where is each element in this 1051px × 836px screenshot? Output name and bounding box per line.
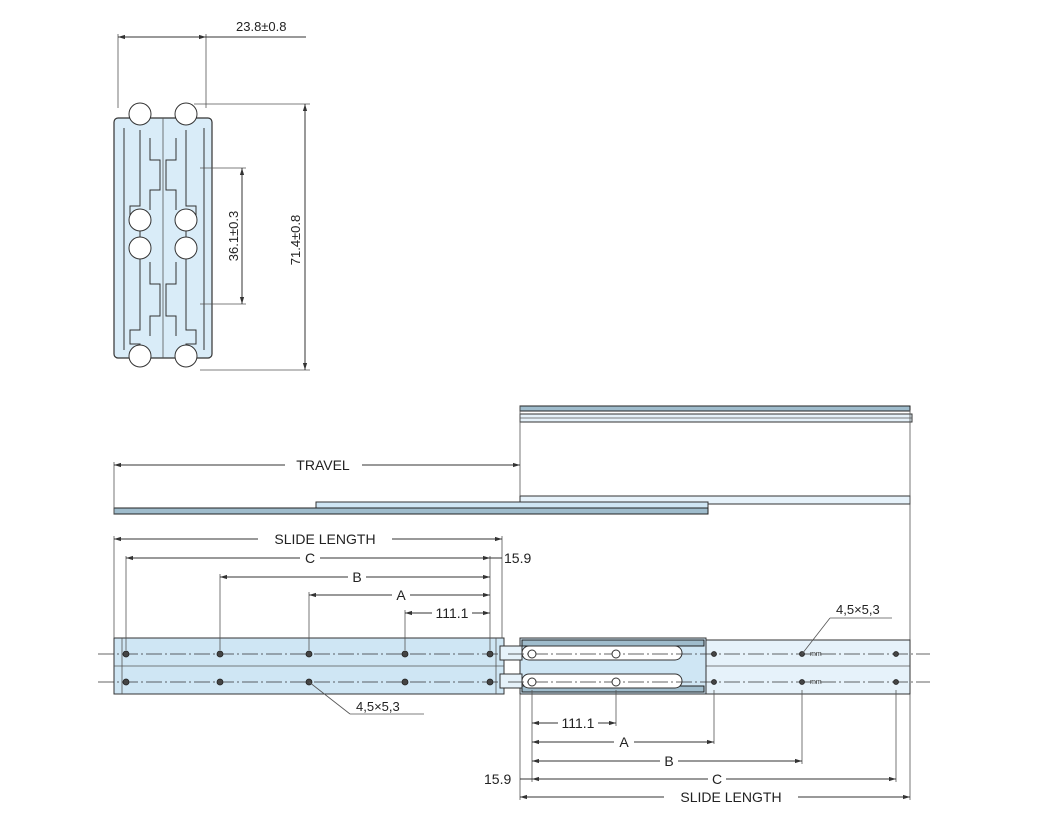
top-outer-rail <box>519 405 911 412</box>
section-width-label: 23.8±0.8 <box>236 19 287 34</box>
section-view: 23.8±0.8 71.4±0.8 36.1±0.3 <box>113 19 310 371</box>
right-hole-spec-label: 4,5×5,3 <box>836 602 880 617</box>
section-channel-walls <box>123 128 205 350</box>
ball-bearing-8 <box>174 344 198 368</box>
travel-label: TRAVEL <box>296 457 350 473</box>
left-member-view: SLIDE LENGTH C 15.9 B A 111.1 4,5×5,3 <box>98 531 531 715</box>
extended-inner-rail <box>113 507 709 515</box>
left-a-label: A <box>396 587 406 603</box>
section-height-label: 71.4±0.8 <box>288 215 303 266</box>
ball-bearing-7 <box>128 344 152 368</box>
section-lower-inner <box>149 262 177 336</box>
left-end-offset-label: 15.9 <box>504 550 531 566</box>
section-upper-inner <box>149 138 177 210</box>
top-view: TRAVEL <box>113 405 913 664</box>
svg-text:mm: mm <box>810 651 822 658</box>
ball-bearing-2 <box>174 102 198 126</box>
dim-mount-spacing: 36.1±0.3 <box>200 167 246 305</box>
ball-bearing-3 <box>128 208 152 232</box>
svg-text:mm: mm <box>810 679 822 686</box>
left-first-hole-label: 111.1 <box>436 605 469 621</box>
left-mount-holes <box>122 650 494 686</box>
left-b-label: B <box>352 569 361 585</box>
slide-cross-section <box>113 102 213 368</box>
dim-section-width: 23.8±0.8 <box>117 19 306 108</box>
right-slide-length-label: SLIDE LENGTH <box>680 789 781 805</box>
ball-bearing-6 <box>174 236 198 260</box>
left-hole-spec-label: 4,5×5,3 <box>356 699 400 714</box>
left-c-label: C <box>305 550 315 566</box>
ball-bearing-4 <box>174 208 198 232</box>
right-first-hole-label: 111.1 <box>562 715 595 731</box>
right-lower-slot <box>521 673 683 689</box>
right-end-offset-label: 15.9 <box>484 771 511 787</box>
left-slide-length-label: SLIDE LENGTH <box>274 531 375 547</box>
ball-bearing-1 <box>128 102 152 126</box>
dim-section-height: 71.4±0.8 <box>194 103 310 371</box>
right-upper-slot <box>521 645 683 661</box>
mount-spacing-label: 36.1±0.3 <box>226 211 241 262</box>
right-member-view: mm mm 4,5×5,3 111.1 A B C 15.9 <box>484 602 930 805</box>
right-a-label: A <box>619 734 629 750</box>
right-mount-holes <box>527 649 899 687</box>
right-b-label: B <box>664 753 673 769</box>
ball-bearing-5 <box>128 236 152 260</box>
right-c-label: C <box>712 771 722 787</box>
